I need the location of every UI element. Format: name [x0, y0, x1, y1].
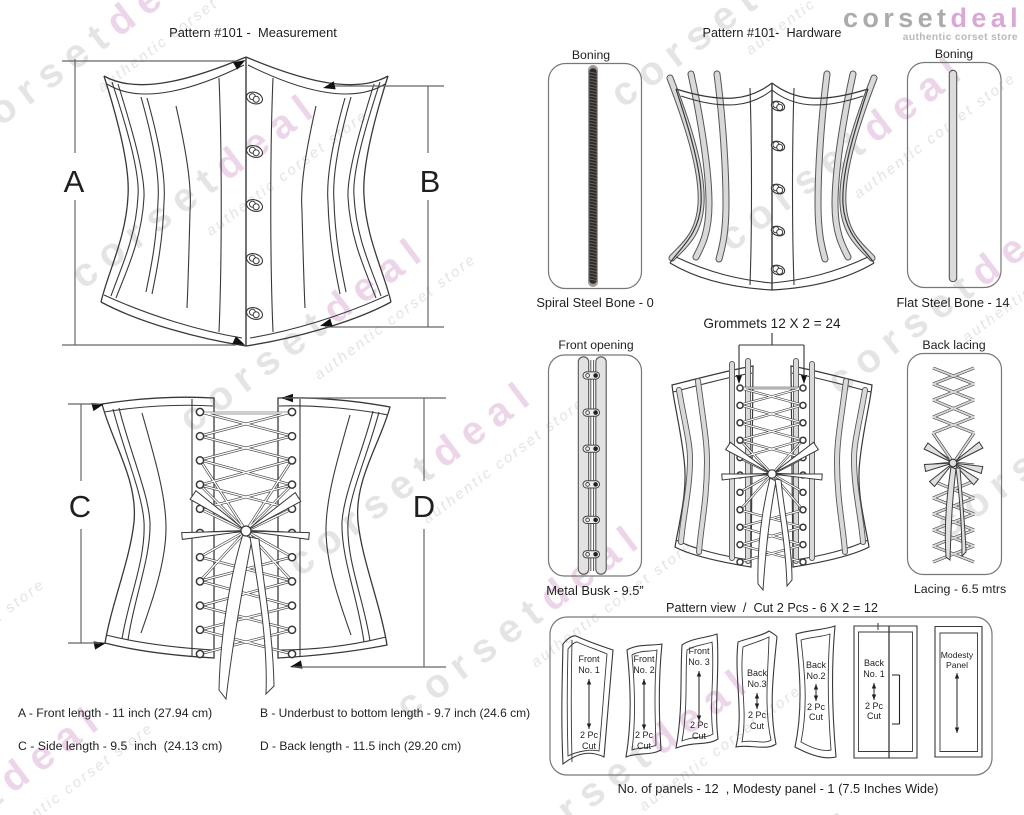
svg-text:C - Side length - 9.5 inch (: C - Side length - 9.5 inch (24.13 cm) [18, 739, 222, 753]
svg-text:2 Pc: 2 Pc [635, 730, 654, 740]
svg-text:Spiral Steel Bone - 0: Spiral Steel Bone - 0 [536, 295, 653, 310]
svg-text:Back: Back [806, 660, 827, 670]
svg-text:Flat Steel Bone - 14: Flat Steel Bone - 14 [896, 295, 1009, 310]
svg-text:2 Pc: 2 Pc [807, 702, 826, 712]
svg-text:Back: Back [864, 658, 885, 668]
svg-text:Back lacing: Back lacing [922, 338, 985, 352]
svg-text:D: D [413, 489, 435, 524]
svg-text:Cut: Cut [582, 741, 597, 751]
svg-text:2 Pc: 2 Pc [580, 730, 599, 740]
svg-text:Front: Front [633, 654, 655, 664]
svg-text:Panel: Panel [946, 660, 968, 670]
svg-text:No. 2: No. 2 [633, 665, 655, 675]
svg-text:Cut: Cut [692, 731, 707, 741]
svg-text:Cut: Cut [867, 711, 882, 721]
svg-text:Pattern view / Cut 2 Pcs - 6: Pattern view / Cut 2 Pcs - 6 X 2 = 12 [666, 601, 878, 615]
svg-text:corsetdeal: corsetdeal [843, 3, 1022, 33]
svg-text:Front: Front [578, 654, 600, 664]
svg-text:B - Underbust to bottom length: B - Underbust to bottom length - 9.7 inc… [260, 706, 530, 720]
svg-text:Front: Front [688, 646, 710, 656]
svg-text:Pattern #101- Hardware: Pattern #101- Hardware [703, 26, 842, 40]
svg-text:Cut: Cut [637, 741, 652, 751]
svg-text:A: A [64, 164, 85, 199]
svg-text:C: C [69, 489, 91, 524]
svg-text:Grommets 12 X 2 = 24: Grommets 12 X 2 = 24 [703, 316, 841, 331]
svg-text:No. 1: No. 1 [578, 665, 600, 675]
svg-text:2 Pc: 2 Pc [748, 710, 767, 720]
svg-text:No. 3: No. 3 [688, 657, 710, 667]
svg-text:2 Pc: 2 Pc [865, 701, 884, 711]
svg-text:Cut: Cut [750, 721, 765, 731]
svg-text:Cut: Cut [809, 712, 824, 722]
svg-text:B: B [420, 164, 441, 199]
svg-text:2 Pc: 2 Pc [690, 720, 709, 730]
svg-text:Lacing - 6.5 mtrs: Lacing - 6.5 mtrs [914, 582, 1006, 596]
svg-text:Pattern #101 - Measurement: Pattern #101 - Measurement [169, 25, 337, 40]
svg-text:No.3: No.3 [747, 679, 766, 689]
svg-text:D - Back length - 11.5 inch (2: D - Back length - 11.5 inch (29.20 cm) [260, 739, 461, 753]
svg-text:Front opening: Front opening [558, 338, 633, 352]
svg-text:No. 1: No. 1 [863, 669, 885, 679]
svg-text:Metal Busk - 9.5”: Metal Busk - 9.5” [546, 583, 643, 598]
svg-text:Back: Back [747, 668, 768, 678]
svg-text:authentic corset store: authentic corset store [903, 32, 1018, 43]
svg-text:A - Front length - 11 inch (27: A - Front length - 11 inch (27.94 cm) [18, 706, 212, 720]
svg-text:No. of panels - 12 , Modesty: No. of panels - 12 , Modesty panel - 1 (… [618, 781, 939, 796]
svg-text:No.2: No.2 [806, 671, 825, 681]
svg-text:Boning: Boning [572, 48, 610, 62]
svg-text:Boning: Boning [935, 47, 973, 61]
svg-text:Modesty: Modesty [941, 650, 974, 660]
